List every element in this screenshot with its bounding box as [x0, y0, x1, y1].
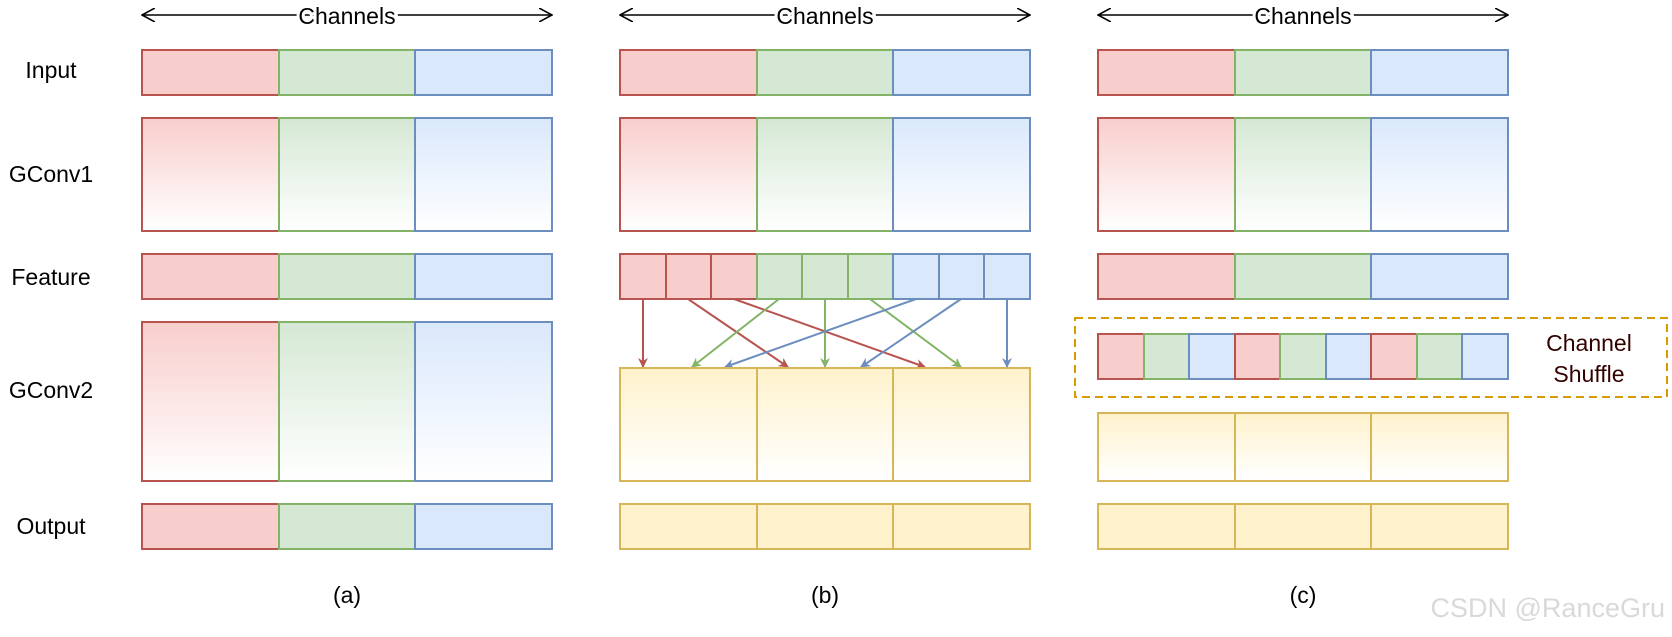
- b-arrow-green-1: [691, 298, 780, 368]
- b-output-1: [619, 503, 758, 550]
- c-gconv1-blue: [1370, 117, 1509, 232]
- b-output-3: [892, 503, 1031, 550]
- b-input-green: [756, 49, 894, 96]
- caption-b: (b): [811, 582, 839, 608]
- b-arrow-blue-2: [860, 298, 962, 368]
- c-shuffle-red-3: [1370, 333, 1418, 380]
- row-label-input: Input: [25, 57, 77, 83]
- row-label-feature: Feature: [11, 264, 90, 290]
- b-feature-blue-3: [983, 253, 1031, 300]
- c-output-1: [1097, 503, 1236, 550]
- channel-shuffle-box: [1074, 317, 1668, 398]
- row-label-gconv2: GConv2: [9, 377, 93, 403]
- channels-label-b: Channels: [776, 3, 873, 29]
- panel-c: Channels Channel Shuffle: [1074, 0, 1668, 608]
- b-feature-red-3: [710, 253, 758, 300]
- c-gconv1-green: [1234, 117, 1372, 232]
- b-feature-blue-2: [938, 253, 985, 300]
- c-feature-blue: [1370, 253, 1509, 300]
- c-shuffle-blue-2: [1325, 333, 1372, 380]
- b-output-2: [756, 503, 894, 550]
- b-arrow-blue-1: [724, 298, 917, 369]
- row-label-output: Output: [16, 513, 86, 539]
- b-gconv2-1: [619, 367, 758, 482]
- b-gconv1-red: [619, 117, 758, 232]
- row-label-gconv1: GConv1: [9, 161, 93, 187]
- c-shuffle-blue-1: [1188, 333, 1236, 380]
- a-output-red: [141, 503, 280, 550]
- a-input-red: [141, 49, 280, 96]
- c-feature-red: [1097, 253, 1236, 300]
- channel-shuffle-label-line1: Channel: [1546, 330, 1632, 356]
- b-gconv2-2: [756, 367, 894, 482]
- a-gconv2-blue: [414, 321, 553, 482]
- c-shuffle-green-1: [1143, 333, 1190, 380]
- c-input-red: [1097, 49, 1236, 96]
- caption-c: (c): [1290, 582, 1317, 608]
- a-output-green: [278, 503, 416, 550]
- c-shuffle-red-1: [1097, 333, 1145, 380]
- a-feature-red: [141, 253, 280, 300]
- c-shuffle-blue-3: [1461, 333, 1509, 380]
- watermark: CSDN @RanceGru: [1431, 593, 1665, 623]
- a-gconv1-blue: [414, 117, 553, 232]
- b-arrow-red-2: [687, 298, 789, 368]
- c-output-2: [1234, 503, 1372, 550]
- c-output-3: [1370, 503, 1509, 550]
- b-feature-red-2: [665, 253, 712, 300]
- c-gconv2-1: [1097, 412, 1236, 482]
- b-feature-green-3: [847, 253, 894, 300]
- b-input-red: [619, 49, 758, 96]
- a-output-blue: [414, 503, 553, 550]
- c-shuffle-red-2: [1234, 333, 1281, 380]
- b-gconv1-green: [756, 117, 894, 232]
- c-shuffle-green-2: [1279, 333, 1327, 380]
- channels-label-c: Channels: [1254, 3, 1351, 29]
- c-gconv2-3: [1370, 412, 1509, 482]
- b-feature-green-1: [756, 253, 803, 300]
- b-input-blue: [892, 49, 1031, 96]
- c-input-blue: [1370, 49, 1509, 96]
- c-feature-green: [1234, 253, 1372, 300]
- a-gconv1-green: [278, 117, 416, 232]
- b-gconv2-3: [892, 367, 1031, 482]
- channel-shuffle-label-line2: Shuffle: [1553, 361, 1624, 387]
- a-gconv2-red: [141, 321, 280, 482]
- a-input-green: [278, 49, 416, 96]
- c-shuffle-green-3: [1416, 333, 1463, 380]
- panel-b: Channels: [619, 0, 1031, 608]
- panel-a: Channels (a): [141, 0, 553, 608]
- a-gconv1-red: [141, 117, 280, 232]
- b-feature-blue-1: [892, 253, 940, 300]
- c-gconv1-red: [1097, 117, 1236, 232]
- b-gconv1-blue: [892, 117, 1031, 232]
- b-arrow-red-3: [733, 298, 926, 369]
- a-feature-green: [278, 253, 416, 300]
- c-gconv2-2: [1234, 412, 1372, 482]
- a-input-blue: [414, 49, 553, 96]
- a-gconv2-green: [278, 321, 416, 482]
- a-feature-blue: [414, 253, 553, 300]
- b-feature-green-2: [801, 253, 849, 300]
- caption-a: (a): [333, 582, 361, 608]
- b-feature-red-1: [619, 253, 667, 300]
- channels-label-a: Channels: [298, 3, 395, 29]
- c-input-green: [1234, 49, 1372, 96]
